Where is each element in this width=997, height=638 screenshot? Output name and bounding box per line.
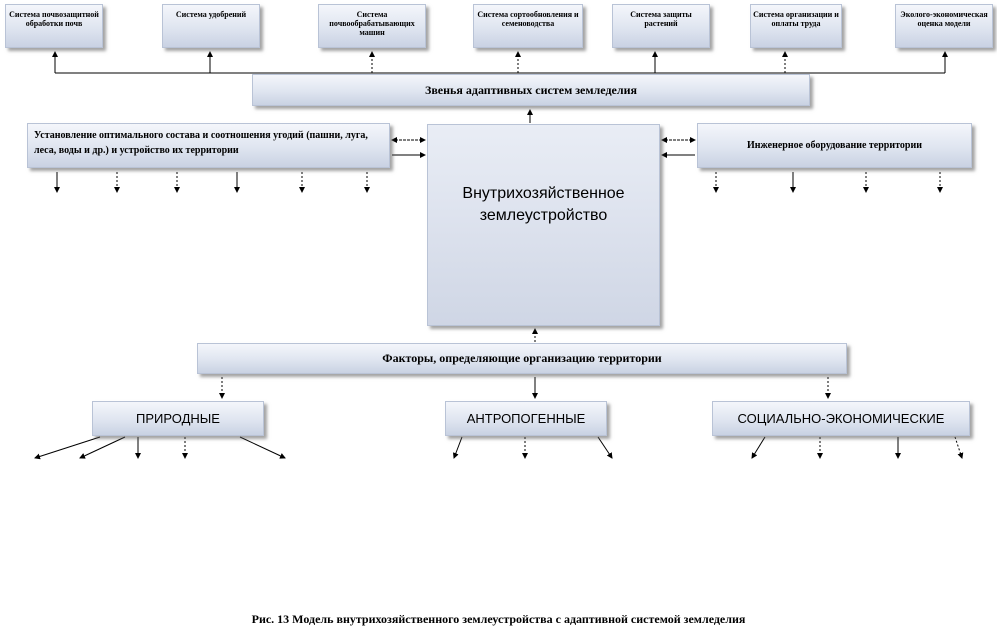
system-box-plant-protection: Система защиты растений [612, 4, 710, 48]
system-label: Система организации и оплаты труда [753, 10, 839, 28]
natural-out-5 [239, 436, 286, 459]
anthro-out-1 [452, 436, 463, 459]
engineering-label: Инженерное оборудование территории [747, 140, 922, 151]
center-box: Внутрихозяйственное землеустройство [427, 124, 660, 326]
land-composition-label: Установление оптимального состава и соот… [34, 130, 368, 156]
land-composition-box: Установление оптимального состава и соот… [27, 123, 390, 168]
socio-out-4 [954, 436, 964, 459]
factors-bar: Факторы, определяющие организацию террит… [197, 343, 847, 374]
system-box-machinery: Система почвообрабатывающих машин [318, 4, 426, 48]
adaptive-systems-bar: Звенья адаптивных систем земледелия [252, 74, 810, 106]
category-anthropogenic: АНТРОПОГЕННЫЕ [445, 401, 607, 436]
figure-caption: Рис. 13 Модель внутрихозяйственного земл… [251, 612, 746, 626]
category-natural-label: ПРИРОДНЫЕ [136, 411, 220, 426]
natural-out-1 [34, 436, 101, 460]
adaptive-systems-label: Звенья адаптивных систем земледелия [424, 82, 637, 97]
system-label: Эколого-экономическая оценка модели [900, 10, 988, 28]
category-anthropogenic-label: АНТРОПОГЕННЫЕ [466, 411, 586, 426]
system-label: Система защиты растений [630, 10, 692, 28]
system-label: Система почвозащитной обработки почв [9, 10, 99, 28]
system-box-eco-eval: Эколого-экономическая оценка модели [895, 4, 993, 48]
engineering-box: Инженерное оборудование территории [697, 123, 972, 168]
anthro-out-3 [597, 436, 613, 459]
system-box-seed: Система сортообновления и семеноводства [473, 4, 583, 48]
system-label: Система удобрений [175, 10, 247, 19]
natural-out-2 [79, 436, 126, 459]
system-box-fertilizer: Система удобрений [162, 4, 260, 48]
system-label: Система почвообрабатывающих машин [329, 10, 415, 37]
system-box-labor: Система организации и оплаты труда [750, 4, 842, 48]
socio-out-1 [751, 436, 766, 459]
category-natural: ПРИРОДНЫЕ [92, 401, 264, 436]
system-box-soil-protection: Система почвозащитной обработки почв [5, 4, 103, 48]
system-label: Система сортообновления и семеноводства [477, 10, 579, 28]
center-label: Внутрихозяйственное землеустройство [462, 185, 625, 224]
factors-label: Факторы, определяющие организацию террит… [382, 351, 662, 365]
category-socioeconomic: СОЦИАЛЬНО-ЭКОНОМИЧЕСКИЕ [712, 401, 970, 436]
category-socioeconomic-label: СОЦИАЛЬНО-ЭКОНОМИЧЕСКИЕ [737, 411, 945, 426]
